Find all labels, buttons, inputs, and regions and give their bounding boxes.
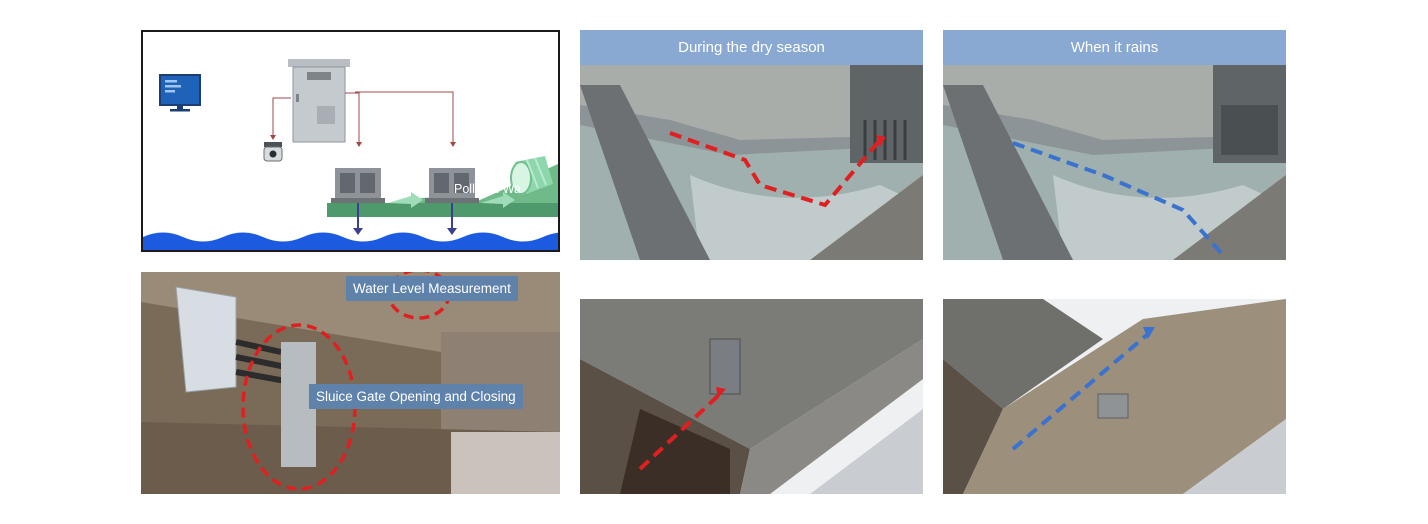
system-schematic: Polluted Wa Wa [143, 59, 558, 250]
rain-photo [943, 65, 1286, 260]
polluted-water-label: Polluted Wa [454, 182, 521, 196]
submerged-gate [1097, 393, 1129, 419]
pipe-icon [510, 156, 553, 195]
flow-arrows [388, 192, 515, 208]
red-arrowhead [716, 387, 726, 398]
blue-dashed-flow-line [1012, 141, 1225, 257]
rain-render-panel [943, 299, 1286, 494]
control-cabinet-icon [288, 59, 350, 143]
blue-dashed-arrow [1011, 332, 1150, 451]
sluice-gate-label: Sluice Gate Opening and Closing [309, 384, 523, 409]
red-flow-arrowhead [876, 135, 886, 147]
dry-season-title: During the dry season [580, 30, 923, 65]
dry-render-panel [580, 299, 923, 494]
water-label: Wa [499, 224, 517, 238]
monitor-icon [159, 74, 201, 112]
water-waves [143, 232, 558, 250]
gate-frame [709, 338, 741, 395]
connection-lines [272, 91, 454, 142]
rain-render [943, 299, 1286, 494]
rain-panel: When it rains [943, 30, 1286, 260]
rain-title: When it rains [943, 30, 1286, 65]
sluice-gate-grate [863, 120, 907, 160]
water-level-label: Water Level Measurement [346, 276, 518, 301]
dry-season-photo [580, 65, 923, 260]
site-photo-panel: Water Level Measurement Sluice Gate Open… [141, 272, 560, 494]
dry-season-panel: During the dry season [580, 30, 923, 260]
gate-actuator-icon [331, 168, 385, 235]
camera-icon [263, 142, 283, 162]
system-schematic-panel: Polluted Wa Wa [141, 30, 560, 252]
connection-arrowheads [270, 135, 456, 147]
site-photo [141, 272, 560, 494]
control-box [175, 286, 237, 393]
raised-sluice-gate [1221, 105, 1278, 155]
dry-render [580, 299, 923, 494]
gate-actuator-icon [425, 168, 479, 235]
blue-arrowhead [1143, 327, 1155, 339]
ground [327, 203, 558, 217]
